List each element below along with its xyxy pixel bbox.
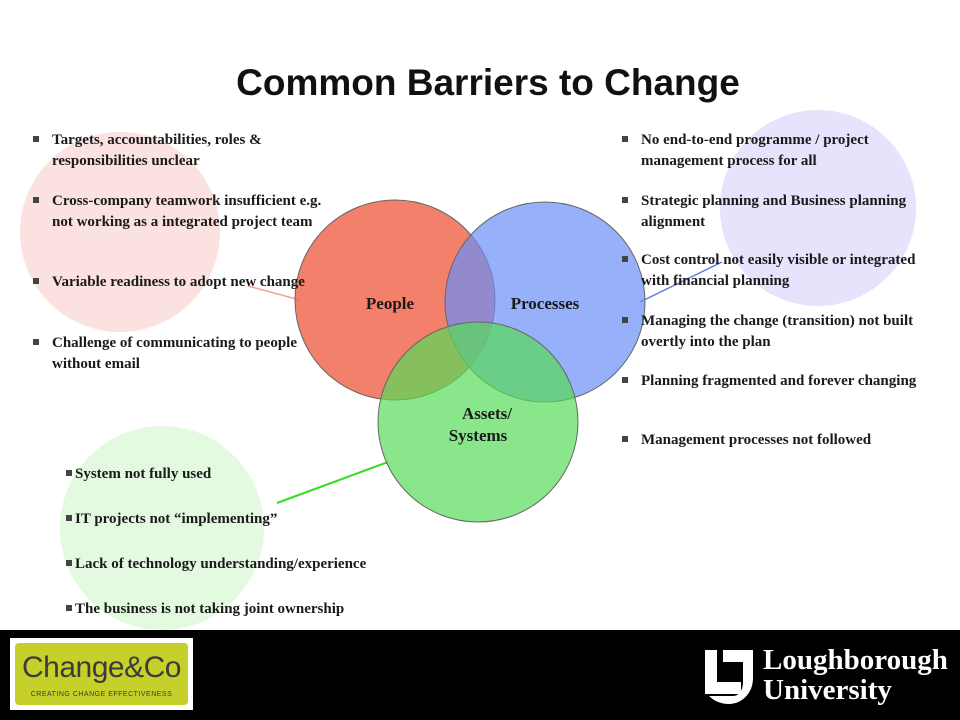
list-item: Management processes not followed: [622, 430, 941, 451]
bullet-square-icon: [622, 136, 628, 142]
bullet-square-icon: [33, 339, 39, 345]
page-title: Common Barriers to Change: [236, 62, 740, 103]
people-halo: [20, 132, 220, 332]
change-and-co-logo: Change&Co CREATING CHANGE EFFECTIVENESS: [10, 638, 193, 710]
list-item: Strategic planning and Business planning…: [622, 191, 941, 233]
list-item: The business is not taking joint ownersh…: [66, 599, 344, 620]
list-item-text: Planning fragmented and forever changing: [641, 373, 917, 389]
list-item: Planning fragmented and forever changing: [622, 371, 941, 392]
list-item-text: Strategic planning and Business planning…: [641, 193, 907, 230]
list-item-text: Managing the change (transition) not bui…: [641, 313, 914, 350]
bullet-square-icon: [66, 515, 72, 521]
list-item: Lack of technology understanding/experie…: [66, 554, 366, 575]
bullet-square-icon: [622, 377, 628, 383]
processes-halo: [720, 110, 916, 306]
list-item: Targets, accountabilities, roles & respo…: [33, 130, 322, 172]
change-and-co-logo-badge: Change&Co CREATING CHANGE EFFECTIVENESS: [15, 643, 188, 705]
list-item-text: Targets, accountabilities, roles & respo…: [52, 132, 262, 169]
processes-connector: [639, 261, 723, 303]
assets-circle: [377, 321, 579, 523]
bullet-square-icon: [622, 317, 628, 323]
bullet-square-icon: [33, 278, 39, 284]
assets-label-line1: Assets/: [461, 404, 513, 423]
list-item: Variable readiness to adopt new change: [33, 272, 322, 293]
university-name-line2: University: [763, 674, 892, 706]
university-name-line1: Loughborough: [763, 644, 948, 676]
list-item: Cost control not easily visible or integ…: [622, 250, 941, 292]
bullet-square-icon: [622, 256, 628, 262]
change-and-co-logo-tagline: CREATING CHANGE EFFECTIVENESS: [30, 691, 173, 698]
list-item-text: Challenge of communicating to people wit…: [52, 335, 297, 372]
assets-label-line2: Systems: [448, 426, 508, 445]
assets-connector: [276, 461, 389, 504]
bullet-square-icon: [66, 560, 72, 566]
bullet-square-icon: [66, 605, 72, 611]
list-item: IT projects not “implementing”: [66, 509, 277, 530]
list-item: Cross-company teamwork insufficient e.g.…: [33, 191, 322, 233]
list-item: Managing the change (transition) not bui…: [622, 311, 941, 353]
list-item-text: IT projects not “implementing”: [75, 511, 278, 527]
bullet-square-icon: [33, 136, 39, 142]
list-item: System not fully used: [66, 464, 211, 485]
list-item-text: Cross-company teamwork insufficient e.g.…: [52, 193, 322, 230]
bullet-square-icon: [33, 197, 39, 203]
list-item: No end-to-end programme / project manage…: [622, 130, 941, 172]
processes-label: Processes: [510, 294, 580, 313]
bullet-square-icon: [622, 436, 628, 442]
university-crest-icon: [705, 650, 753, 704]
assets-halo: [60, 426, 264, 630]
list-item-text: Management processes not followed: [641, 432, 872, 448]
list-item-text: Lack of technology understanding/experie…: [75, 556, 367, 572]
footer-bar: Change&Co CREATING CHANGE EFFECTIVENESS …: [0, 630, 960, 720]
list-item-text: System not fully used: [75, 466, 212, 482]
list-item-text: Variable readiness to adopt new change: [52, 274, 305, 290]
bullet-square-icon: [66, 470, 72, 476]
people-connector: [247, 285, 301, 301]
list-item: Challenge of communicating to people wit…: [33, 333, 322, 375]
change-and-co-logo-name: Change&Co: [22, 651, 181, 684]
loughborough-university-logo: Loughborough University: [703, 644, 948, 710]
people-label: People: [365, 294, 415, 313]
assets-label: Assets/ Systems: [428, 403, 528, 447]
list-item-text: No end-to-end programme / project manage…: [641, 132, 869, 169]
list-item-text: The business is not taking joint ownersh…: [75, 601, 345, 617]
list-item-text: Cost control not easily visible or integ…: [641, 252, 916, 289]
bullet-square-icon: [622, 197, 628, 203]
